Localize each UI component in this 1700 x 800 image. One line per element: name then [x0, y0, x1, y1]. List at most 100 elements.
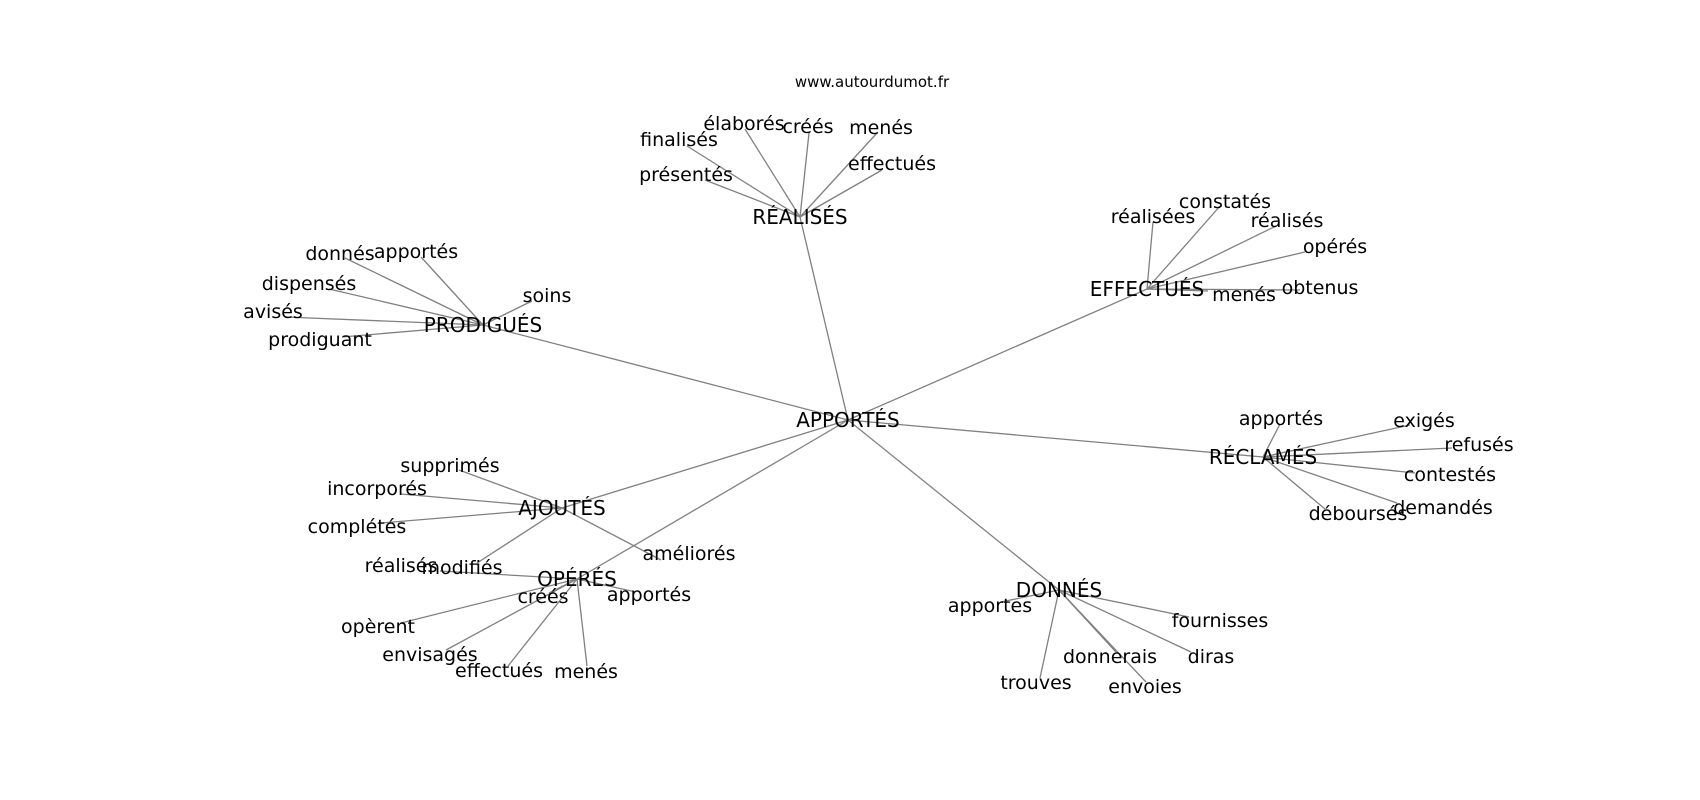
edge-hub-to-leaf [344, 257, 484, 326]
leaf-node[interactable]: trouves [1000, 672, 1071, 694]
leaf-node[interactable]: effectués [455, 660, 543, 682]
leaf-node[interactable]: apportés [607, 584, 691, 606]
edge-hub-to-leaf [799, 169, 883, 218]
hub-node[interactable]: AJOUTÉS [518, 496, 606, 520]
leaf-node[interactable]: opérés [1303, 236, 1367, 258]
leaf-node[interactable]: réalisées [1111, 206, 1195, 228]
edge-hub-to-leaf [400, 493, 563, 509]
edge-hub-to-leaf [284, 316, 484, 326]
leaf-node[interactable]: avisés [243, 301, 303, 323]
leaf-node[interactable]: réalisés [1251, 210, 1324, 232]
edge-hub-to-leaf [686, 145, 801, 218]
edge-center-to-hub [847, 419, 1060, 591]
edge-hub-to-leaf [1058, 589, 1192, 653]
hub-node[interactable]: PRODIGUÉS [424, 313, 542, 337]
leaf-node[interactable]: exigés [1393, 410, 1455, 432]
leaf-node[interactable]: apportes [948, 595, 1032, 617]
leaf-node[interactable]: menés [1212, 284, 1276, 306]
leaf-node[interactable]: menés [849, 117, 913, 139]
leaf-node[interactable]: présentés [639, 164, 733, 186]
leaf-node[interactable]: donnerais [1063, 646, 1157, 668]
edge-hub-to-leaf [799, 132, 878, 218]
edge-hub-to-leaf [1146, 225, 1277, 290]
edge-hub-to-leaf [507, 578, 578, 667]
leaf-node[interactable]: donnés [305, 243, 374, 265]
edge-hub-to-leaf [704, 179, 801, 218]
edge-hub-to-leaf [476, 507, 563, 564]
edge-center-to-hub [482, 324, 849, 421]
leaf-node[interactable]: apportés [1239, 408, 1323, 430]
leaf-node[interactable]: soins [523, 285, 572, 307]
hub-node[interactable]: RÉALISÉS [752, 205, 847, 229]
edge-hub-to-leaf [420, 256, 484, 326]
hub-node[interactable]: RÉCLAMÉS [1209, 445, 1317, 469]
site-url: www.autourdumot.fr [795, 73, 950, 91]
edge-hub-to-leaf [799, 132, 810, 218]
edge-hub-to-leaf [482, 300, 533, 326]
leaf-node[interactable]: complétés [308, 516, 407, 538]
leaf-node[interactable]: demandés [1393, 497, 1493, 519]
leaf-node[interactable]: menés [554, 661, 618, 683]
leaf-node[interactable]: incorporés [327, 478, 427, 500]
edge-hub-to-leaf [576, 578, 588, 667]
leaf-node[interactable]: déboursés [1309, 503, 1408, 525]
edge-hub-to-leaf [341, 324, 484, 338]
leaf-node[interactable]: dispensés [262, 273, 357, 295]
edge-hub-to-leaf [561, 507, 662, 561]
leaf-node[interactable]: refusés [1444, 434, 1513, 456]
edge-hub-to-leaf [400, 578, 578, 624]
leaf-node[interactable]: apportés [374, 241, 458, 263]
leaf-node[interactable]: fournisses [1172, 610, 1269, 632]
leaf-node[interactable]: créés [782, 116, 833, 138]
hub-node[interactable]: EFFECTUÉS [1090, 277, 1204, 301]
edge-hub-to-leaf [1262, 456, 1416, 474]
edge-hub-to-leaf [1146, 205, 1221, 290]
leaf-node[interactable]: diras [1188, 646, 1235, 668]
leaf-node[interactable]: améliorés [642, 543, 735, 565]
leaf-node[interactable]: supprimés [400, 455, 499, 477]
edge-hub-to-leaf [1058, 589, 1147, 683]
leaf-node[interactable]: opèrent [341, 616, 415, 638]
edge-center-to-hub [799, 216, 849, 421]
edge-hub-to-leaf [1262, 423, 1281, 458]
leaf-node[interactable]: constatés [1179, 191, 1271, 213]
edge-hub-to-leaf [1039, 589, 1060, 679]
edge-hub-to-leaf [1262, 456, 1326, 510]
edge-hub-to-leaf [1058, 589, 1190, 618]
hub-node[interactable]: DONNÉS [1016, 578, 1102, 602]
edge-hub-to-leaf [1000, 589, 1060, 603]
leaf-node[interactable]: créés [517, 586, 568, 608]
edge-hub-to-leaf [576, 578, 637, 593]
edge-hub-to-leaf [1146, 288, 1301, 291]
leaf-node[interactable]: effectués [848, 153, 936, 175]
leaf-node[interactable]: finalisés [640, 129, 718, 151]
edge-center-to-hub [847, 419, 1264, 458]
edge-center-to-hub [576, 419, 849, 580]
edge-hub-to-leaf [744, 128, 801, 218]
leaf-node[interactable]: élaborés [703, 113, 784, 135]
edge-hub-to-leaf [445, 578, 578, 651]
edges-layer [284, 128, 1453, 683]
edge-hub-to-leaf [1146, 221, 1154, 290]
leaf-node[interactable]: prodiguant [268, 329, 372, 351]
leaf-node[interactable]: envisagés [382, 644, 477, 666]
leaf-node[interactable]: envoies [1108, 676, 1181, 698]
center-node[interactable]: APPORTÉS [796, 408, 900, 432]
edge-hub-to-leaf [328, 288, 484, 326]
edge-hub-to-leaf [1262, 447, 1453, 458]
edge-hub-to-leaf [1262, 456, 1398, 504]
hub-node[interactable]: OPÉRÉS [537, 567, 617, 591]
leaf-node[interactable]: réalisés [365, 555, 438, 577]
edge-hub-to-leaf [1262, 424, 1411, 458]
edge-center-to-hub [847, 288, 1148, 421]
leaf-node[interactable]: modifiés [421, 557, 502, 579]
leaf-node[interactable]: contestés [1404, 464, 1496, 486]
edge-center-to-hub [561, 419, 849, 509]
edge-hub-to-leaf [380, 507, 563, 524]
leaf-node[interactable]: obtenus [1282, 277, 1359, 299]
edge-hub-to-leaf [458, 469, 563, 509]
edge-hub-to-leaf [1146, 251, 1306, 290]
edge-hub-to-leaf [439, 570, 578, 580]
